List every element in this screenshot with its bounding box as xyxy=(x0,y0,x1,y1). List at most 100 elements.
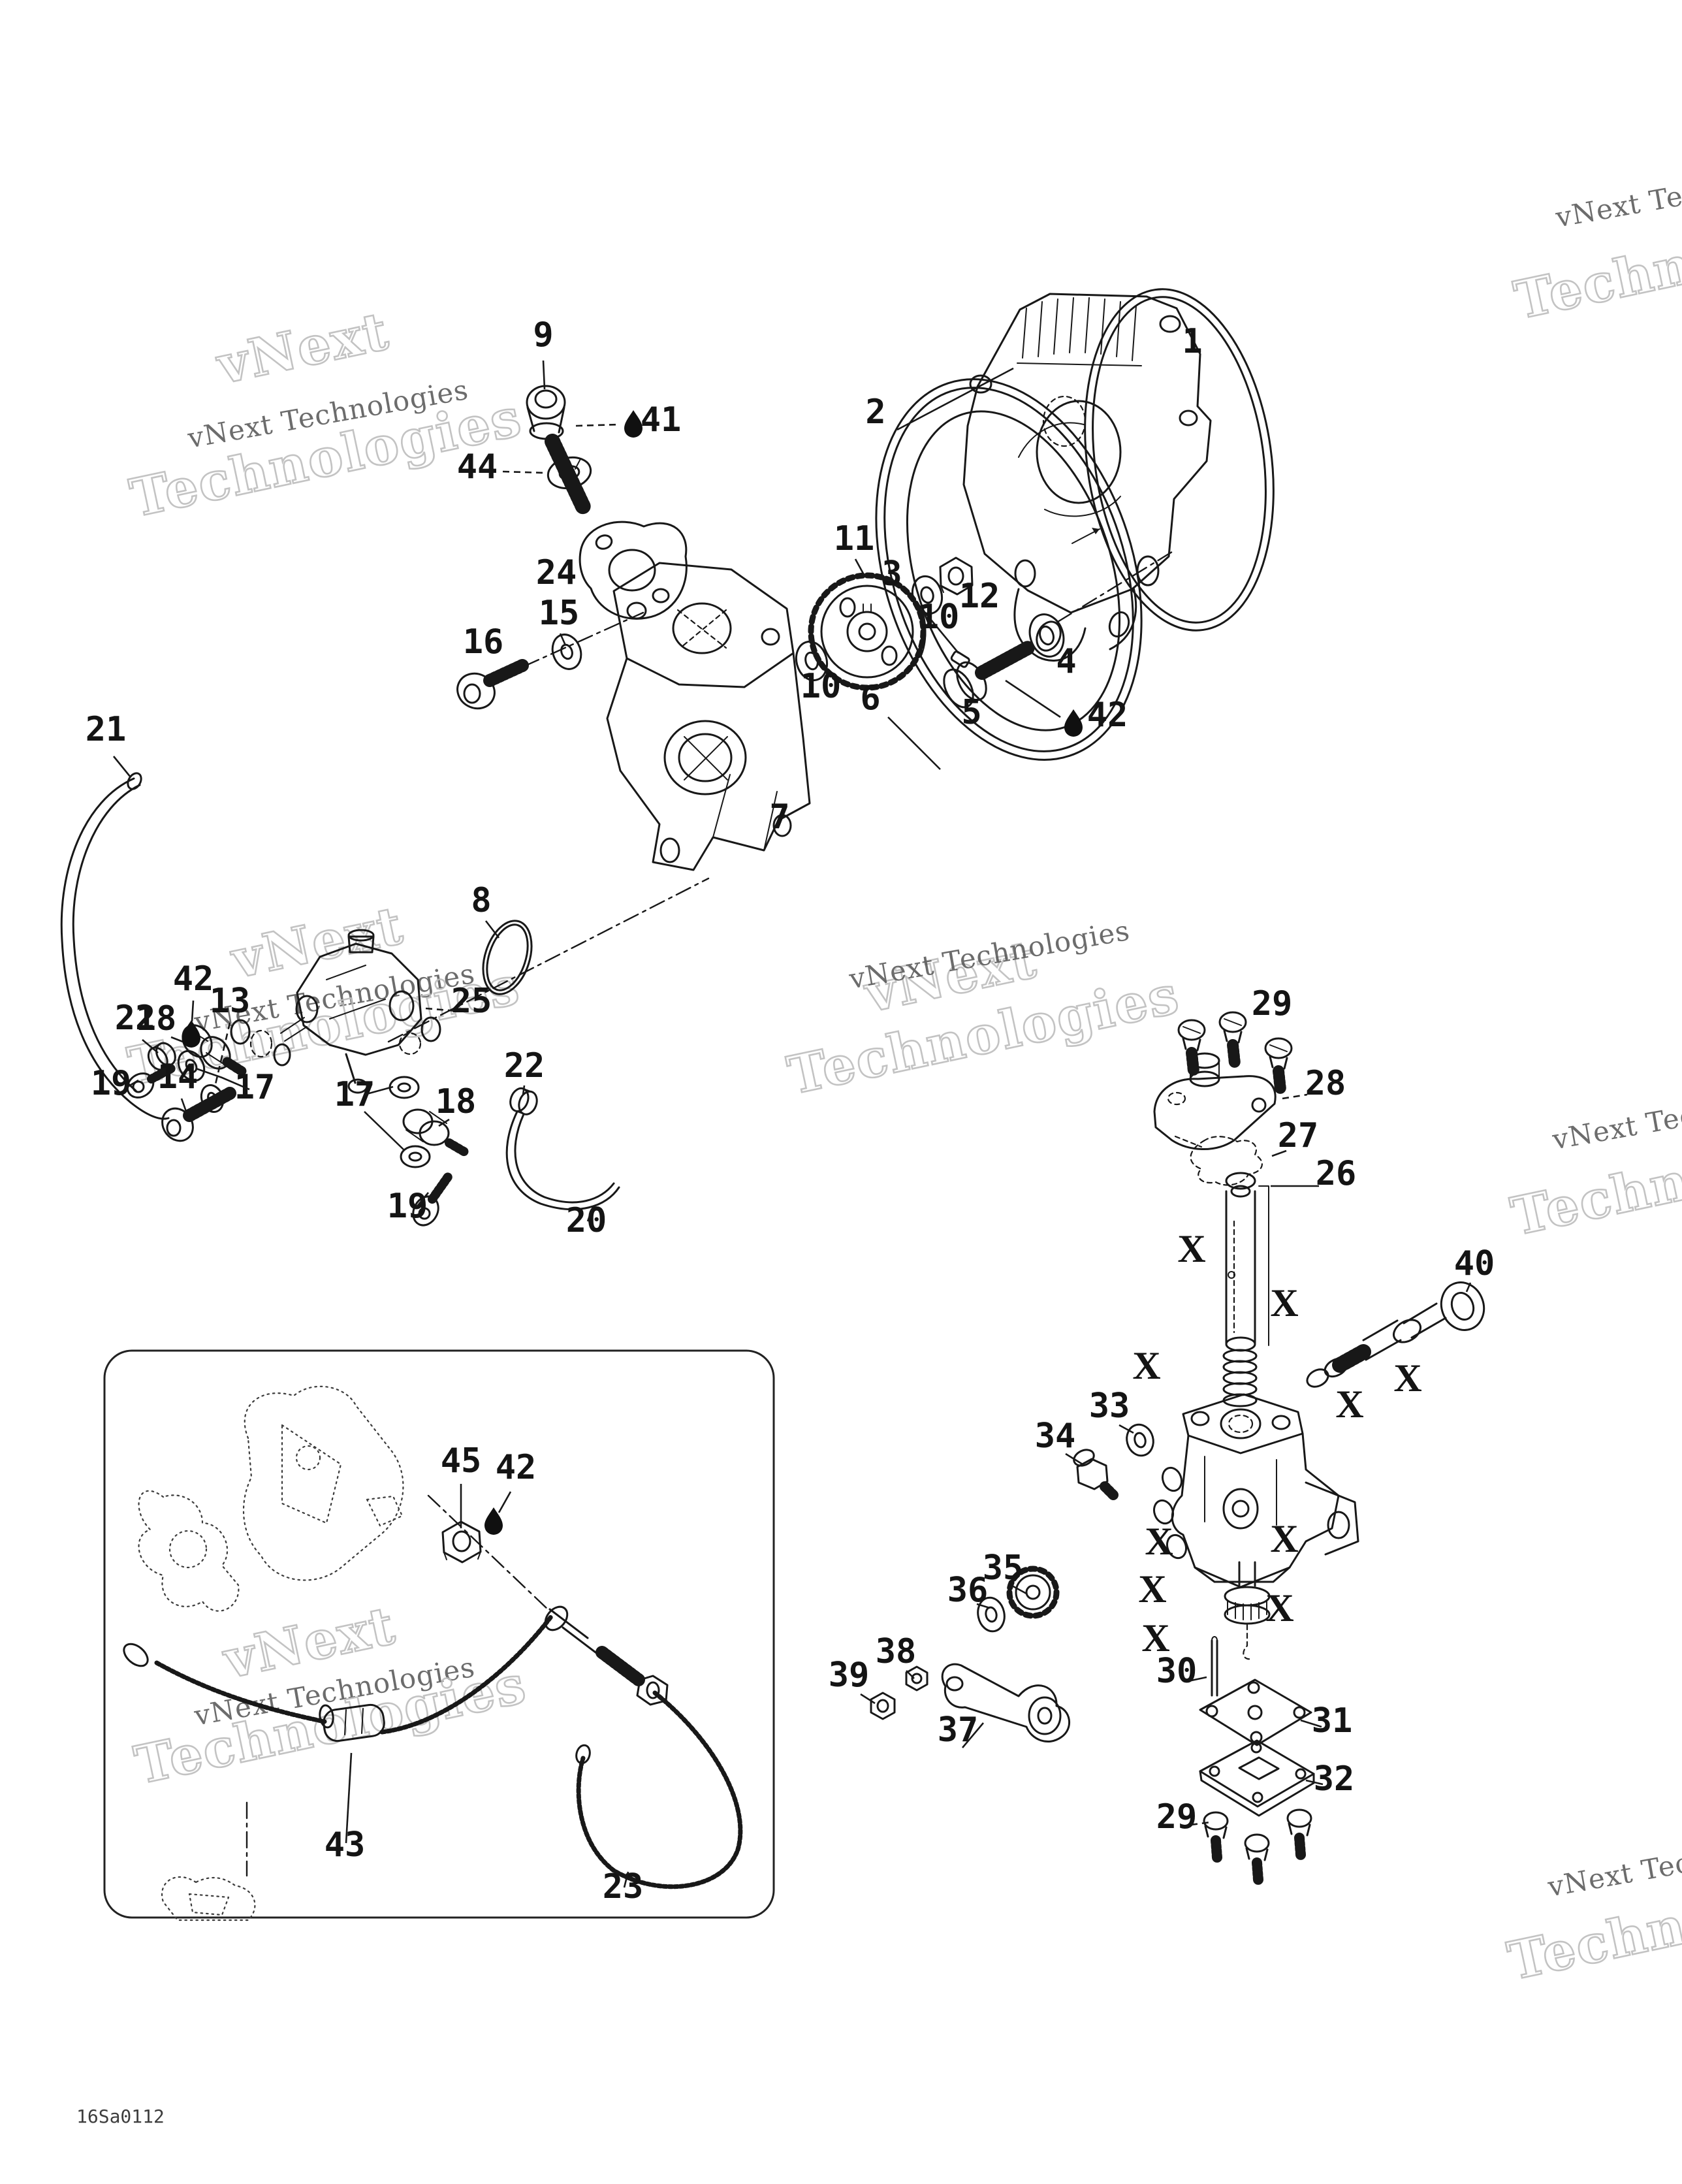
pump-lever-37 xyxy=(941,1663,1071,1743)
leader-29b xyxy=(1190,1821,1211,1826)
drop-42-left-oil-drop-icon xyxy=(182,1020,200,1048)
x-mark-3: X xyxy=(1132,1344,1160,1387)
banjo-bolt-19a xyxy=(126,1064,176,1099)
x-mark-1: X xyxy=(1177,1227,1205,1270)
callout-12: 12 xyxy=(959,577,1000,616)
callout-6: 6 xyxy=(860,679,880,718)
leader-40 xyxy=(1465,1282,1472,1293)
leader-18b xyxy=(438,1118,450,1127)
banjo-bolt-14 xyxy=(161,1087,236,1142)
pump-spring xyxy=(1222,1349,1258,1407)
callout-9: 9 xyxy=(533,315,553,355)
banjo-fitting-18b xyxy=(402,1108,469,1157)
leader-21 xyxy=(112,756,132,778)
oil-hose-20 xyxy=(505,1110,620,1211)
pin-30 xyxy=(1211,1636,1218,1697)
ghost-parts xyxy=(138,1385,404,1921)
screws-29-top xyxy=(1177,1011,1293,1095)
drop-41-oil-drop-icon xyxy=(624,410,643,438)
nut-38 xyxy=(905,1665,928,1692)
leader-39 xyxy=(860,1693,876,1705)
seal-ring-part xyxy=(906,410,1121,731)
pump-shaft-gear xyxy=(1224,1561,1271,1660)
callout-28: 28 xyxy=(1305,1064,1346,1103)
leader-17a xyxy=(195,1067,250,1091)
leader-32 xyxy=(1305,1779,1324,1786)
o-ring-part xyxy=(1084,288,1275,632)
watermark-typed-4: vNext Technologies xyxy=(1553,153,1682,234)
washer-17b-lower xyxy=(400,1145,431,1168)
o-ring-8 xyxy=(482,920,533,995)
lock-nut-12 xyxy=(939,556,974,596)
washer-17b-upper xyxy=(389,1076,420,1099)
throttle-cable-23 xyxy=(123,1613,743,1889)
x-mark-7: X xyxy=(1270,1517,1298,1560)
x-mark-9: X xyxy=(1141,1616,1169,1660)
callout-29b: 29 xyxy=(1156,1797,1198,1837)
leader-27 xyxy=(1271,1149,1287,1157)
callout-30: 30 xyxy=(1156,1652,1198,1691)
leader-9 xyxy=(542,360,546,390)
banjo-bolt-19b xyxy=(412,1172,452,1227)
callout-7: 7 xyxy=(769,797,789,837)
callout-4: 4 xyxy=(1056,642,1076,681)
plug-34 xyxy=(1073,1449,1119,1501)
bracket-7 xyxy=(606,562,811,871)
callout-10a: 10 xyxy=(801,667,842,706)
bolt16-axis xyxy=(523,611,644,667)
inset-adjuster-axis xyxy=(427,1494,550,1611)
gasket-24 xyxy=(579,521,688,620)
leader-42c xyxy=(1005,679,1061,718)
callout-35: 35 xyxy=(983,1549,1024,1588)
x-mark-5: X xyxy=(1335,1383,1363,1426)
leader-34 xyxy=(1065,1453,1083,1466)
callout-39: 39 xyxy=(829,1656,870,1695)
oil-hose-21 xyxy=(60,772,170,1120)
drops-layer xyxy=(182,410,1083,1535)
cable-damper-43 xyxy=(319,1703,385,1742)
callout-38: 38 xyxy=(876,1632,917,1671)
bolt-16 xyxy=(456,659,529,710)
washer-13 xyxy=(200,1084,225,1113)
leader-2 xyxy=(897,367,1014,431)
callout-42c: 42 xyxy=(1087,696,1128,735)
plunger-26 xyxy=(1225,1172,1269,1352)
leader-14 xyxy=(180,1098,189,1117)
callout-21: 21 xyxy=(86,710,127,749)
callout-26: 26 xyxy=(1316,1154,1357,1193)
callout-40: 40 xyxy=(1454,1244,1495,1283)
callout-19b: 19 xyxy=(387,1187,428,1226)
x-mark-8: X xyxy=(1138,1567,1166,1611)
oil-pump-body xyxy=(1152,1393,1359,1588)
pump-cover-28 xyxy=(1153,1052,1277,1151)
x-mark-4: X xyxy=(1393,1357,1421,1400)
callout-33: 33 xyxy=(1089,1387,1130,1426)
callout-44: 44 xyxy=(457,447,498,487)
leader-35 xyxy=(1011,1584,1027,1595)
leader-22b xyxy=(522,1085,526,1095)
driven-gear-35 xyxy=(1006,1566,1060,1619)
callout-32: 32 xyxy=(1314,1759,1355,1799)
drop-42-inset-oil-drop-icon xyxy=(484,1507,503,1535)
watermark-typed-14: vNext Technologies xyxy=(1545,1822,1682,1903)
x-mark-10: X xyxy=(1265,1586,1293,1630)
callout-37: 37 xyxy=(938,1710,979,1750)
leader-42d xyxy=(498,1491,512,1513)
lock-washer-44 xyxy=(547,456,592,490)
watermark-outline-1: vNext xyxy=(211,300,394,396)
water-pump-cover xyxy=(962,293,1212,662)
callout-27: 27 xyxy=(1278,1116,1319,1155)
callout-31: 31 xyxy=(1312,1701,1353,1741)
callout-45: 45 xyxy=(441,1441,482,1481)
callout-17a: 17 xyxy=(234,1068,276,1107)
washer-4 xyxy=(1028,613,1065,658)
leader-11 xyxy=(854,558,865,574)
callout-18b: 18 xyxy=(436,1082,477,1121)
screws-29-bottom xyxy=(1203,1808,1312,1885)
leader-41 xyxy=(575,423,620,427)
callout-42b: 42 xyxy=(173,959,214,999)
callout-22a: 22 xyxy=(115,999,156,1038)
